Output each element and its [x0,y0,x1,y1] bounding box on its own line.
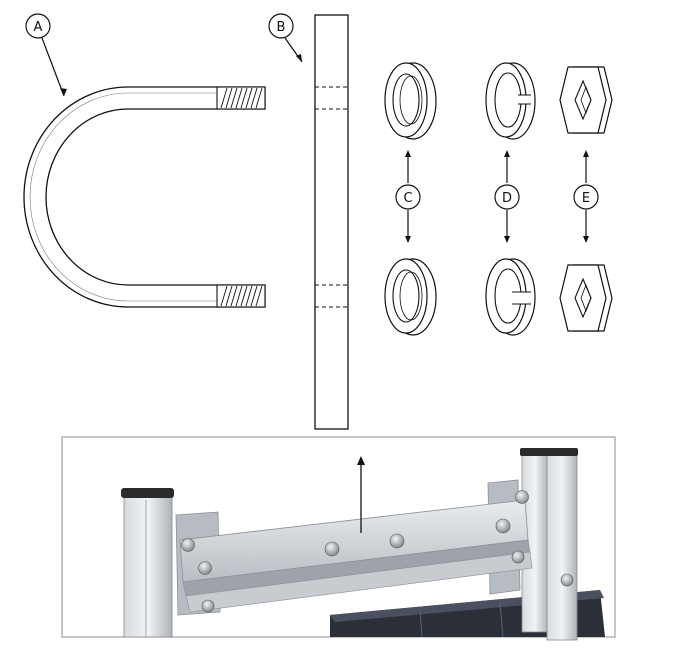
callout-c-label: C [403,191,412,206]
callout-e: E [573,150,599,243]
callout-b-circle [268,13,294,39]
callout-d-arrowhead-up [504,150,510,157]
callout-e-label: E [582,191,590,206]
callout-d-arrowhead-down [504,236,510,243]
lock-washer-bottom [485,258,536,336]
callout-d-label: D [502,191,512,206]
u-bolt-thread-top [216,86,266,110]
bolts [181,490,574,613]
lock-washer-top [485,62,536,140]
callout-a-circle [25,13,51,39]
flat-washer-bottom [384,258,437,336]
u-bolt-thread-bottom [216,284,266,308]
callout-b-arrowhead [296,54,302,62]
callout-a-arrowhead [60,88,67,96]
callout-e-arrowhead-up [583,150,589,157]
split-lock-washer-icon [485,62,536,336]
callout-b: B [268,13,303,63]
callout-b-label: B [277,20,286,35]
mounting-bar-icon [314,14,349,430]
u-bolt-icon [23,86,266,308]
hex-nut-icon [559,66,613,332]
callout-c: C [395,150,421,243]
callout-a-leader [41,37,65,97]
callout-e-circle [573,184,599,210]
callout-c-arrowhead-down [405,236,411,243]
hex-nut-bottom [559,264,613,332]
callout-c-circle [395,184,421,210]
callout-a: A [25,13,67,97]
left-post [121,488,174,638]
cross-bar [179,499,533,613]
callout-d: D [494,150,520,243]
photo-pointer-arrow [357,456,365,533]
flat-washer-top [384,62,437,140]
solar-panel-mount-photo [61,436,616,641]
hex-nut-top [559,66,613,134]
callout-d-circle [494,184,520,210]
callout-c-arrowhead-up [405,150,411,157]
flat-washer-icon [384,62,437,336]
callout-a-label: A [34,20,43,35]
callout-e-arrowhead-down [583,236,589,243]
